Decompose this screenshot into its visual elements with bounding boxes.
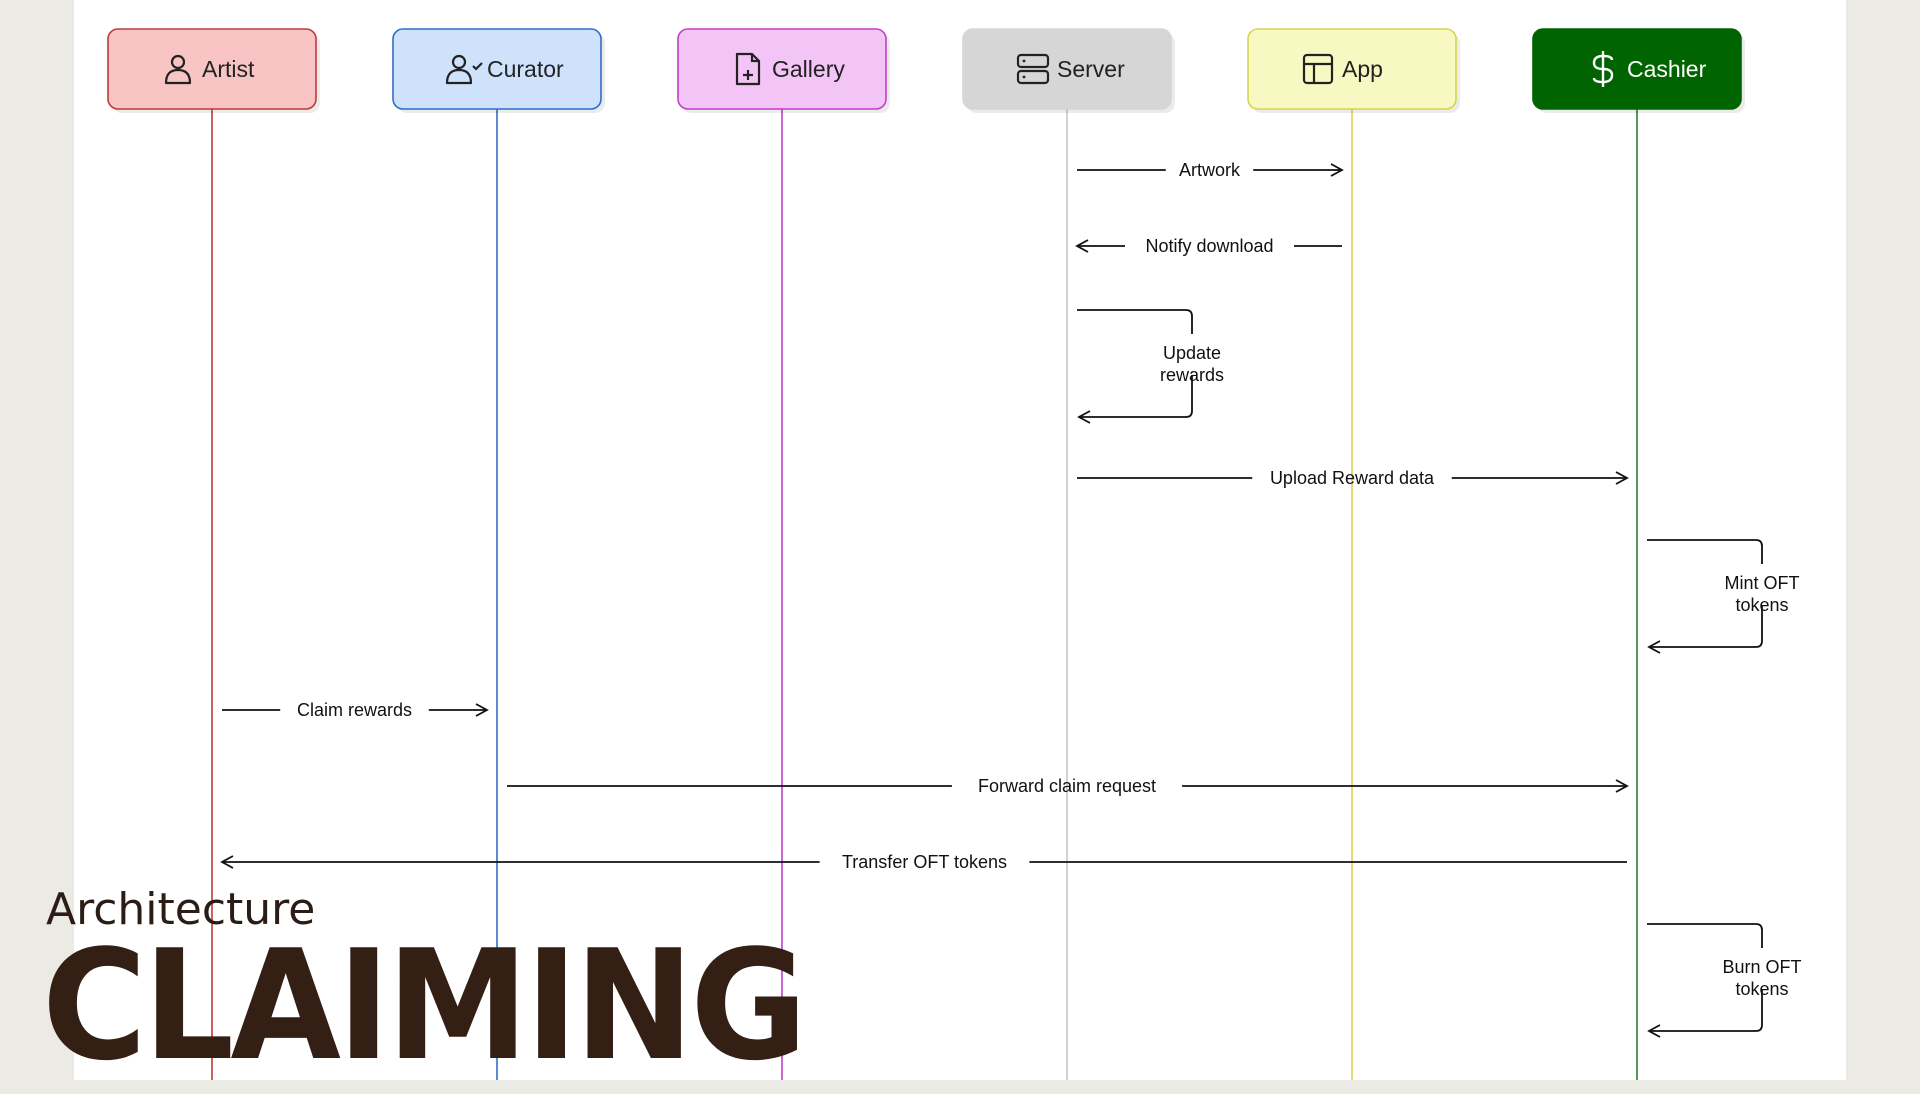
slide-title: CLAIMING: [42, 917, 808, 1094]
svg-text:Burn OFT: Burn OFT: [1722, 957, 1801, 977]
participant-label-cashier: Cashier: [1627, 56, 1707, 82]
message-claim-rewards: Claim rewards: [222, 700, 489, 720]
participant-label-curator: Curator: [487, 56, 564, 82]
message-artwork: Artwork: [1077, 160, 1344, 180]
svg-text:Transfer OFT tokens: Transfer OFT tokens: [842, 852, 1007, 872]
svg-text:Upload Reward data: Upload Reward data: [1270, 468, 1435, 488]
participant-curator[interactable]: Curator: [392, 28, 605, 113]
svg-text:Update: Update: [1163, 343, 1221, 363]
participant-artist[interactable]: Artist: [107, 28, 320, 113]
svg-text:Mint OFT: Mint OFT: [1725, 573, 1800, 593]
person-icon: [164, 54, 192, 85]
message-upload-reward-data: Upload Reward data: [1077, 468, 1629, 488]
dollar-icon: [1592, 51, 1614, 87]
message-forward-claim-request: Forward claim request: [507, 776, 1629, 796]
participant-label-server: Server: [1057, 56, 1125, 82]
participant-label-gallery: Gallery: [772, 56, 845, 82]
message-notify-download: Notify download: [1075, 236, 1342, 256]
svg-text:Forward claim request: Forward claim request: [978, 776, 1156, 796]
slide-subtitle: Architecture: [46, 884, 316, 935]
message-transfer-oft-tokens: Transfer OFT tokens: [220, 852, 1627, 872]
participant-app[interactable]: App: [1247, 28, 1460, 113]
svg-text:tokens: tokens: [1735, 595, 1788, 615]
person-check-icon: [445, 54, 483, 85]
participant-cashier[interactable]: Cashier: [1532, 28, 1745, 113]
participant-label-artist: Artist: [202, 56, 255, 82]
svg-text:Notify download: Notify download: [1145, 236, 1273, 256]
svg-text:Artwork: Artwork: [1179, 160, 1241, 180]
participant-label-app: App: [1342, 56, 1383, 82]
server-icon: [1016, 53, 1050, 85]
svg-text:tokens: tokens: [1735, 979, 1788, 999]
file-plus-icon: [735, 52, 761, 86]
layout-icon: [1302, 53, 1334, 85]
participant-server[interactable]: Server: [962, 28, 1175, 113]
svg-text:Claim rewards: Claim rewards: [297, 700, 412, 720]
svg-text:rewards: rewards: [1160, 365, 1224, 385]
participant-gallery[interactable]: Gallery: [677, 28, 890, 113]
